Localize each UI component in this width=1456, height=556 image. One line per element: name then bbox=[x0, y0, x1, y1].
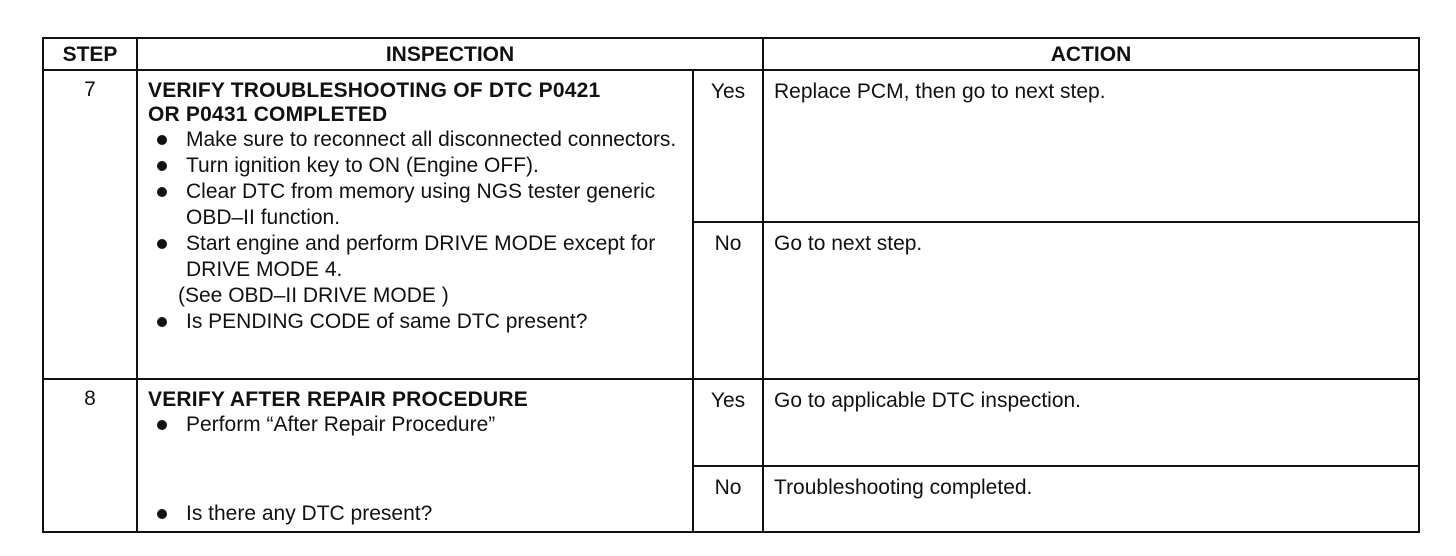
list-item: Start engine and perform DRIVE MODE exce… bbox=[148, 231, 684, 283]
list-item: Make sure to reconnect all disconnected … bbox=[148, 127, 684, 153]
step-number: 8 bbox=[42, 378, 138, 533]
bullet-icon bbox=[157, 161, 167, 171]
step-title: VERIFY TROUBLESHOOTING OF DTC P0421 OR P… bbox=[148, 79, 601, 126]
yes-label: Yes bbox=[691, 69, 765, 223]
step-8-yes-row: 8 VERIFY AFTER REPAIR PROCEDURE Perform … bbox=[42, 378, 1421, 533]
yes-action: Go to applicable DTC inspection. bbox=[762, 378, 1421, 467]
yes-label: Yes bbox=[691, 378, 765, 467]
step-7-yes-row: 7 VERIFY TROUBLESHOOTING OF DTC P0421 OR… bbox=[42, 69, 1421, 380]
inspection-bullet-list: Make sure to reconnect all disconnected … bbox=[148, 127, 684, 335]
step-7-inspection: VERIFY TROUBLESHOOTING OF DTC P0421 OR P… bbox=[136, 69, 694, 380]
no-action: Troubleshooting completed. bbox=[762, 464, 1421, 534]
step-8-no-row: No Troubleshooting completed. bbox=[43, 464, 1421, 534]
step-title: VERIFY AFTER REPAIR PROCEDURE bbox=[148, 388, 528, 411]
list-item: Is there any DTC present? bbox=[148, 501, 684, 527]
list-item: Is PENDING CODE of same DTC present? bbox=[148, 309, 684, 335]
bullet-icon bbox=[157, 420, 167, 430]
reference-note: (See OBD–II DRIVE MODE ) bbox=[178, 284, 449, 307]
action-column-header: ACTION bbox=[762, 37, 1421, 71]
bullet-icon bbox=[157, 239, 167, 249]
dtc-troubleshooting-table: STEP INSPECTION ACTION 7 VERIFY TROUBLES… bbox=[42, 37, 1421, 534]
bullet-icon bbox=[157, 135, 167, 145]
table-header-row: STEP INSPECTION ACTION bbox=[42, 37, 1421, 71]
list-item: Perform “After Repair Procedure” bbox=[148, 412, 684, 438]
step-7-no-row: No Go to next step. bbox=[43, 221, 1421, 380]
list-item: Turn ignition key to ON (Engine OFF). bbox=[148, 153, 684, 179]
inspection-bullet-list: Perform “After Repair Procedure” Is ther… bbox=[148, 412, 684, 527]
bullet-icon bbox=[157, 509, 167, 519]
bullet-icon bbox=[157, 317, 167, 327]
no-action: Go to next step. bbox=[762, 221, 1421, 380]
no-label: No bbox=[691, 464, 765, 534]
no-label: No bbox=[691, 221, 765, 380]
bullet-icon bbox=[157, 187, 167, 197]
yes-action: Replace PCM, then go to next step. bbox=[762, 69, 1421, 223]
list-item: Clear DTC from memory using NGS tester g… bbox=[148, 179, 684, 231]
troubleshooting-page: STEP INSPECTION ACTION 7 VERIFY TROUBLES… bbox=[42, 37, 1421, 534]
step-8-inspection: VERIFY AFTER REPAIR PROCEDURE Perform “A… bbox=[136, 378, 694, 533]
step-number: 7 bbox=[42, 69, 138, 380]
inspection-column-header: INSPECTION bbox=[135, 37, 765, 71]
step-column-header: STEP bbox=[42, 37, 138, 71]
